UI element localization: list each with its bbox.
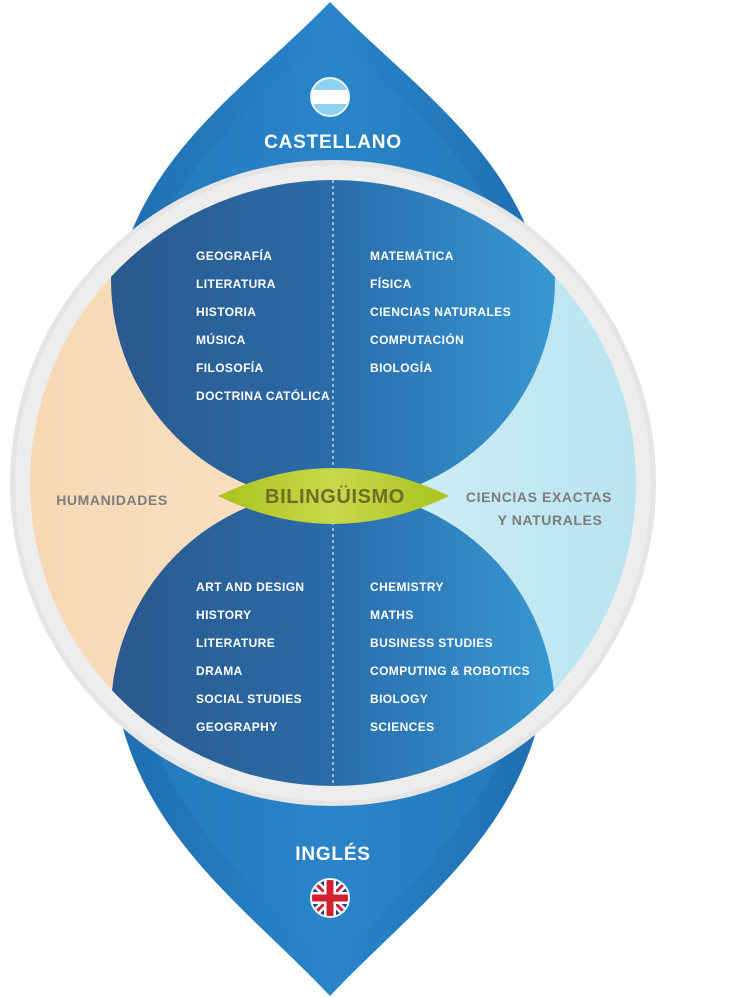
castellano-sciences-subject: MATEMÁTICA — [370, 248, 454, 263]
ingles-sciences-subject: SCIENCES — [370, 720, 435, 734]
ingles-humanities-subject: HISTORY — [196, 608, 251, 622]
ingles-sciences-subject: COMPUTING & ROBOTICS — [370, 664, 530, 678]
ingles-sciences-subject: CHEMISTRY — [370, 580, 444, 594]
ingles-circle — [111, 490, 555, 786]
castellano-humanities-subject: MÚSICA — [196, 332, 246, 347]
castellano-humanities-subject: FILOSOFÍA — [196, 360, 264, 375]
ingles-sciences-subject: BUSINESS STUDIES — [370, 636, 493, 650]
castellano-sciences-list: MATEMÁTICA FÍSICA CIENCIAS NATURALES COMPUT… — [370, 248, 511, 375]
ingles-humanities-subject: LITERATURE — [196, 636, 275, 650]
ingles-sciences-subject: BIOLOGY — [370, 692, 428, 706]
castellano-humanities-subject: DOCTRINA CATÓLICA — [196, 388, 330, 403]
ingles-sciences-list: CHEMISTRY MATHS BUSINESS STUDIES COMPUTING … — [370, 580, 530, 734]
ingles-sciences-subject: MATHS — [370, 608, 414, 622]
ciencias-label-line2: Y NATURALES — [498, 512, 603, 528]
ingles-humanities-list: ART AND DESIGN HISTORY LITERATURE DRAMA SOCI… — [196, 580, 305, 734]
castellano-humanities-subject: GEOGRAFÍA — [196, 248, 272, 263]
castellano-sciences-subject: BIOLOGÍA — [370, 360, 433, 375]
ingles-humanities-subject: DRAMA — [196, 664, 243, 678]
castellano-sciences-subject: COMPUTACIÓN — [370, 332, 464, 347]
ingles-humanities-subject: GEOGRAPHY — [196, 720, 278, 734]
castellano-humanities-subject: HISTORIA — [196, 305, 256, 319]
castellano-label: CASTELLANO — [264, 132, 402, 153]
ingles-label: INGLÉS — [295, 843, 371, 865]
castellano-sciences-subject: FÍSICA — [370, 276, 412, 291]
ingles-humanities-subject: ART AND DESIGN — [196, 580, 305, 594]
humanidades-label: HUMANIDADES — [56, 492, 168, 508]
bilingualism-lens — [218, 468, 449, 524]
castellano-sciences-subject: CIENCIAS NATURALES — [370, 305, 511, 319]
bilinguismo-label: BILINGÜISMO — [265, 485, 405, 508]
castellano-humanities-list: GEOGRAFÍA LITERATURA HISTORIA MÚSICA FILOSOF… — [196, 248, 330, 403]
castellano-circle — [111, 180, 555, 502]
ingles-humanities-subject: SOCIAL STUDIES — [196, 692, 302, 706]
ciencias-label-line1: CIENCIAS EXACTAS — [466, 489, 612, 505]
castellano-humanities-subject: LITERATURA — [196, 277, 276, 291]
